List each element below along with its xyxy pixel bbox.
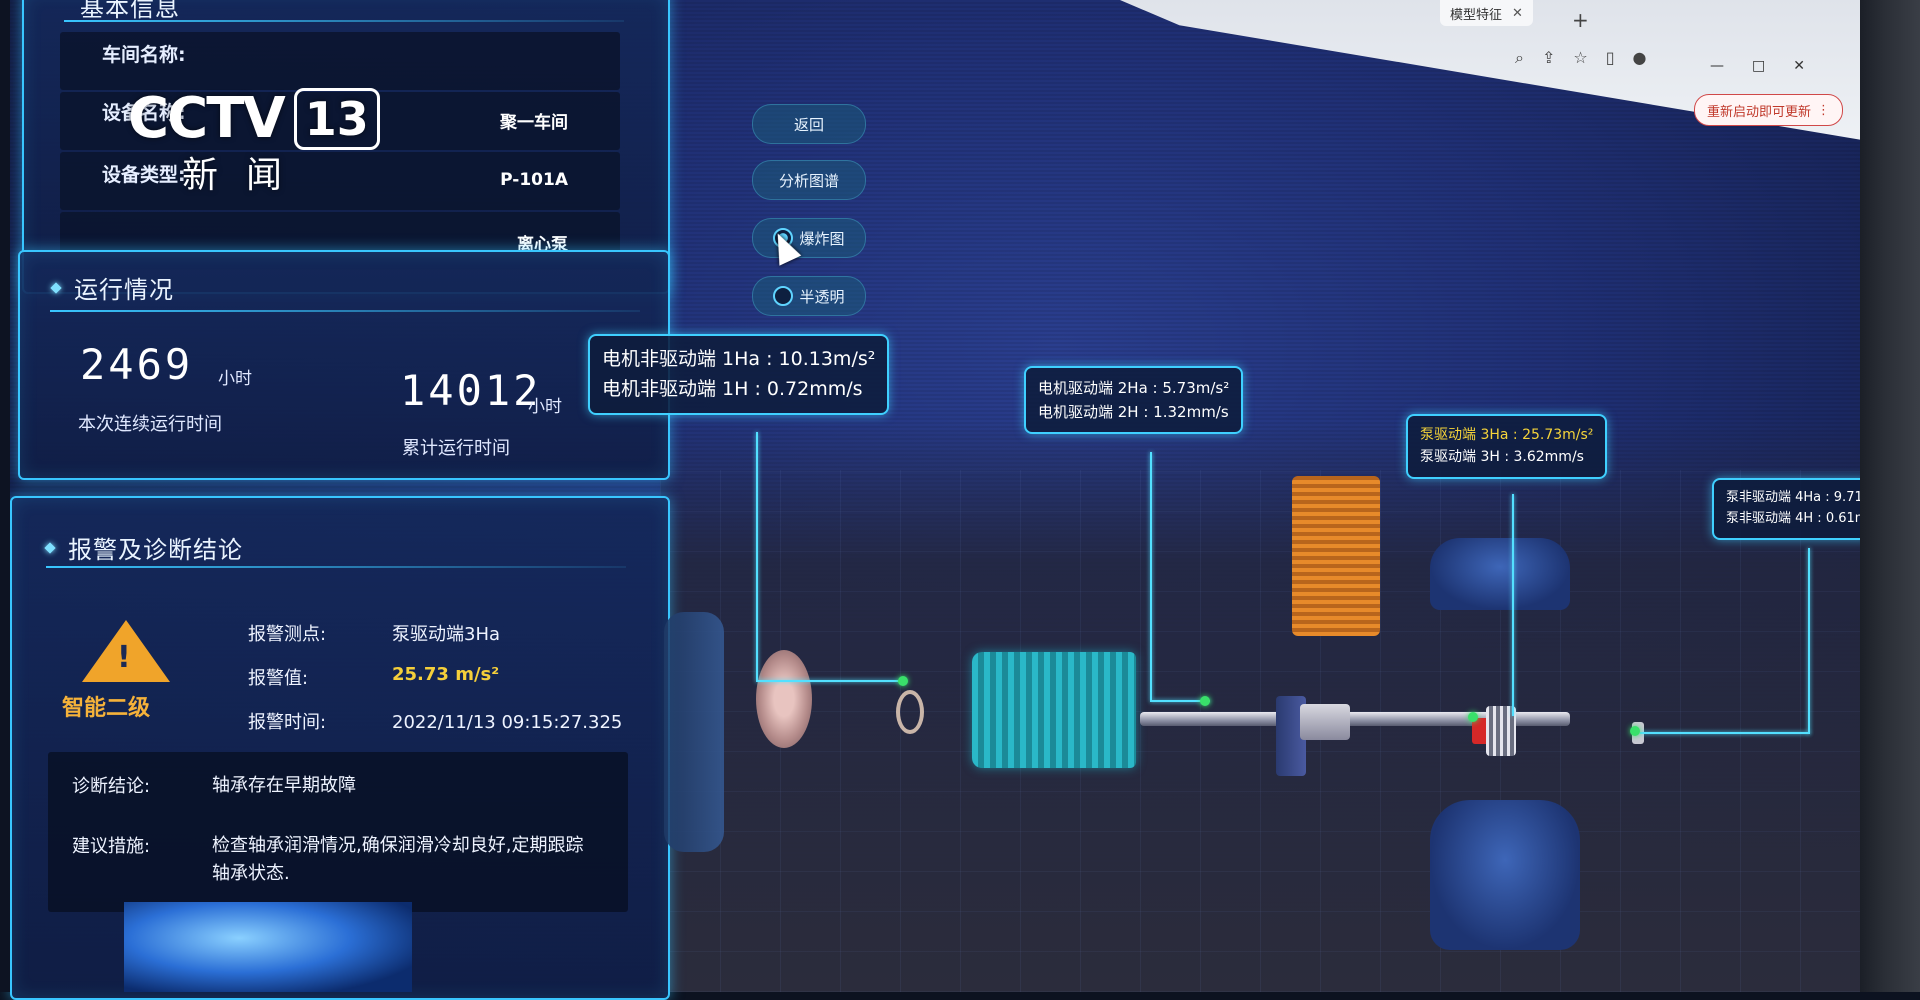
lead-line xyxy=(1640,732,1810,734)
alarm-point-value: 泵驱动端3Ha xyxy=(392,624,501,645)
broadcast-corner-graphic xyxy=(124,902,412,992)
suggestion-value: 检查轴承润滑情况,确保润滑冷却良好,定期跟踪轴承状态. xyxy=(212,835,584,884)
update-label: 重新启动即可更新 xyxy=(1707,104,1812,120)
motor-body[interactable] xyxy=(972,652,1136,768)
diagnosis-box: 诊断结论: 轴承存在早期故障 建议措施: 检查轴承润滑情况,确保润滑冷却良好,定… xyxy=(48,752,628,912)
info-row-workshop: 车间名称: xyxy=(60,32,620,90)
pump-casing-left xyxy=(664,612,724,852)
3d-floor-grid xyxy=(660,470,1860,992)
sidebar-icon[interactable]: ▯ xyxy=(1605,48,1615,67)
sensor-node[interactable] xyxy=(1468,712,1478,722)
coupling-hub[interactable] xyxy=(1300,704,1350,740)
lead-line xyxy=(756,680,906,682)
info-label: 车间名称: xyxy=(102,44,186,66)
total-caption: 累计运行时间 xyxy=(402,438,510,459)
back-button[interactable]: 返回 xyxy=(752,104,866,144)
transparent-view-toggle[interactable]: 半透明 xyxy=(752,276,866,316)
share-icon[interactable]: ⇪ xyxy=(1541,48,1556,67)
operation-title: 运行情况 xyxy=(50,270,174,305)
alarm-time-label: 报警时间: xyxy=(248,712,327,733)
radio-unselected-icon xyxy=(773,286,794,306)
info-label: 设备类型: xyxy=(102,164,186,186)
total-unit: 小时 xyxy=(528,397,562,417)
tab-close-icon[interactable]: ✕ xyxy=(1512,5,1523,21)
maximize-button[interactable]: □ xyxy=(1752,58,1766,74)
radio-selected-icon xyxy=(773,228,794,248)
tab-title: 模型特征 xyxy=(1450,7,1503,23)
alarm-value-label: 报警值: xyxy=(248,668,309,689)
minimize-button[interactable]: — xyxy=(1710,58,1724,74)
alarm-value: 25.73 m/s² xyxy=(392,664,500,685)
window-controls: — □ ✕ xyxy=(1710,58,1805,74)
sensor-node[interactable] xyxy=(1630,726,1640,736)
explode-view-toggle[interactable]: 爆炸图 xyxy=(752,218,866,258)
update-browser-button[interactable]: 重新启动即可更新 ⋮ xyxy=(1694,94,1844,126)
sensor-callout-4[interactable]: 泵非驱动端 4Ha : 9.71 泵非驱动端 4H : 0.61m xyxy=(1712,478,1868,540)
motor-fan[interactable] xyxy=(756,650,812,748)
star-icon[interactable]: ☆ xyxy=(1573,48,1588,67)
cctv-news-label: 新闻 xyxy=(182,155,311,196)
monitor-bezel xyxy=(1860,0,1920,992)
close-button[interactable]: ✕ xyxy=(1793,58,1805,74)
operation-panel: 运行情况 2469 小时 本次连续运行时间 14012 小时 累计运行时间 xyxy=(18,250,670,480)
diagnosis-value: 轴承存在早期故障 xyxy=(212,775,356,796)
lead-line xyxy=(1808,548,1810,734)
sensor-node[interactable] xyxy=(1200,696,1210,706)
title-rule xyxy=(64,20,624,22)
alarm-title: 报警及诊断结论 xyxy=(44,530,243,565)
cctv-logo: CCTV 13 xyxy=(128,86,380,151)
lead-line xyxy=(1150,452,1152,700)
title-rule xyxy=(46,566,626,568)
sensor-node[interactable] xyxy=(898,676,908,686)
motor-end-bearing[interactable] xyxy=(896,690,924,734)
alarm-point-label: 报警测点: xyxy=(248,624,327,645)
analysis-spectrum-button[interactable]: 分析图谱 xyxy=(752,160,866,200)
continuous-hours: 2469 xyxy=(80,340,194,389)
pump-drive-bearing-alarm[interactable] xyxy=(1472,718,1490,744)
info-label: 设备名称: xyxy=(102,102,186,124)
alarm-level: 智能二级 xyxy=(62,696,151,721)
more-icon: ⋮ xyxy=(1817,102,1831,118)
coupling-guard[interactable] xyxy=(1292,476,1380,636)
diamond-icon xyxy=(44,541,56,554)
address-bar-icons: ⌕ ⇪ ☆ ▯ ● xyxy=(1515,48,1647,68)
total-hours: 14012 xyxy=(400,366,542,415)
lead-line xyxy=(1150,700,1210,702)
pump-upper-casing[interactable] xyxy=(1430,538,1570,610)
continuous-unit: 小时 xyxy=(218,369,252,389)
info-row-device-name: 设备名称: 聚一车间 xyxy=(60,92,620,150)
sensor-callout-2[interactable]: 电机驱动端 2Ha : 5.73m/s² 电机驱动端 2H : 1.32mm/s xyxy=(1024,366,1244,434)
alarm-time-value: 2022/11/13 09:15:27.325 xyxy=(392,712,623,733)
drive-shaft xyxy=(1140,712,1570,726)
pump-lower-casing[interactable] xyxy=(1430,800,1580,950)
profile-icon[interactable]: ● xyxy=(1632,48,1647,67)
info-value: P-101A xyxy=(500,170,568,190)
browser-tab[interactable]: 模型特征 ✕ xyxy=(1440,0,1533,26)
3d-floor xyxy=(660,420,1860,992)
title-rule xyxy=(50,310,640,312)
sensor-callout-1[interactable]: 电机非驱动端 1Ha : 10.13m/s² 电机非驱动端 1H : 0.72m… xyxy=(588,334,890,415)
diamond-icon xyxy=(50,281,62,294)
zoom-icon[interactable]: ⌕ xyxy=(1515,48,1524,67)
lead-line xyxy=(1512,494,1514,716)
monitor-bezel-left xyxy=(0,0,10,992)
continuous-caption: 本次连续运行时间 xyxy=(78,414,222,435)
new-tab-button[interactable]: + xyxy=(1572,8,1589,32)
warning-exclamation: ! xyxy=(117,640,131,675)
suggestion-label: 建议措施: xyxy=(72,836,151,857)
info-value: 聚一车间 xyxy=(500,113,568,133)
pump-drive-bearing[interactable] xyxy=(1486,706,1516,756)
basic-info-title: 基本信息 xyxy=(80,0,180,22)
lead-line xyxy=(756,432,758,680)
warning-icon xyxy=(82,620,170,682)
channel-badge: 13 xyxy=(293,87,380,150)
info-row-device-type: 设备类型: P-101A xyxy=(60,152,620,210)
sensor-callout-3[interactable]: 泵驱动端 3Ha : 25.73m/s² 泵驱动端 3H : 3.62mm/s xyxy=(1406,414,1608,479)
diagnosis-label: 诊断结论: xyxy=(72,776,151,797)
